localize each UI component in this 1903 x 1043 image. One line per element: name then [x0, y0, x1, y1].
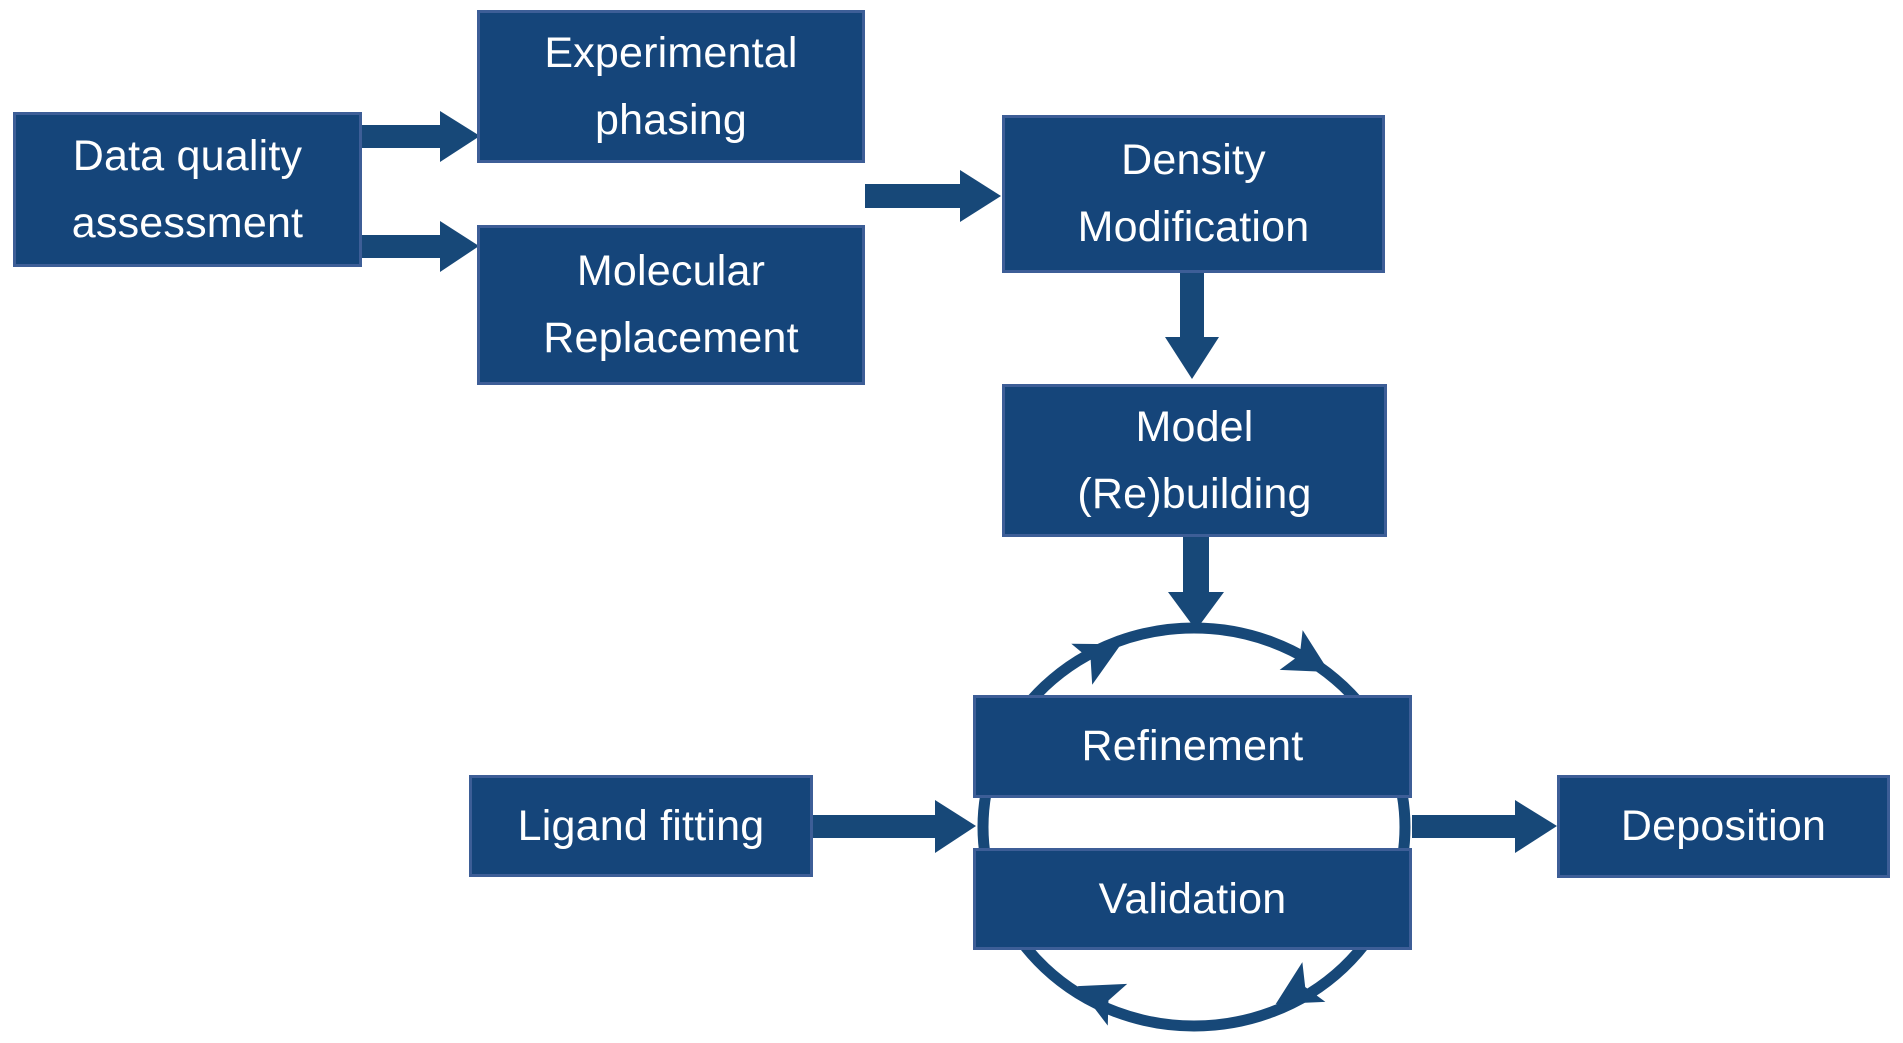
- arrow-dataquality-to-molecularreplacement: [362, 221, 479, 272]
- node-label: Molecular: [576, 247, 766, 295]
- cycle-arrowhead: [1279, 630, 1330, 672]
- arrow-cycle-to-deposition: [1412, 800, 1557, 853]
- arrow-modelrebuilding-to-cycle: [1168, 537, 1224, 630]
- node-molecular-replacement: Molecular Replacement: [477, 225, 865, 385]
- node-label: (Re)building: [1077, 469, 1312, 518]
- arrow-phasing-to-densitymodification: [865, 170, 1001, 222]
- node-validation: Validation: [973, 848, 1412, 950]
- node-data-quality-assessment: Data quality assessment: [13, 112, 362, 267]
- node-label: Replacement: [543, 314, 799, 362]
- node-refinement: Refinement: [973, 695, 1412, 798]
- node-model-rebuilding: Model (Re)building: [1002, 384, 1387, 537]
- node-label: Validation: [1098, 874, 1287, 923]
- arrow-ligandfitting-to-cycle: [813, 800, 976, 853]
- node-label: Experimental: [544, 28, 798, 77]
- arrow-dataquality-to-experimentalphasing: [362, 111, 480, 162]
- cycle-arrowhead: [1071, 643, 1121, 685]
- node-label: Ligand fitting: [517, 801, 765, 850]
- node-experimental-phasing: Experimental phasing: [477, 10, 865, 163]
- refinement-validation-cycle-circle: [977, 622, 1411, 1032]
- node-label: assessment: [71, 198, 304, 247]
- node-ligand-fitting: Ligand fitting: [469, 775, 813, 877]
- node-density-modification: Density Modification: [1002, 115, 1385, 273]
- node-label: Modification: [1077, 203, 1310, 251]
- node-label: Density: [1121, 136, 1266, 184]
- node-deposition: Deposition: [1557, 775, 1890, 878]
- arrow-densitymodification-to-modelrebuilding: [1165, 273, 1219, 379]
- node-label: Refinement: [1081, 722, 1304, 770]
- node-label: Deposition: [1620, 802, 1827, 850]
- cycle-arrowhead: [1077, 983, 1128, 1026]
- node-label: phasing: [594, 95, 748, 144]
- node-label: Data quality: [72, 131, 303, 180]
- node-label: Model: [1135, 402, 1254, 451]
- cycle-arrowhead: [1275, 962, 1326, 1004]
